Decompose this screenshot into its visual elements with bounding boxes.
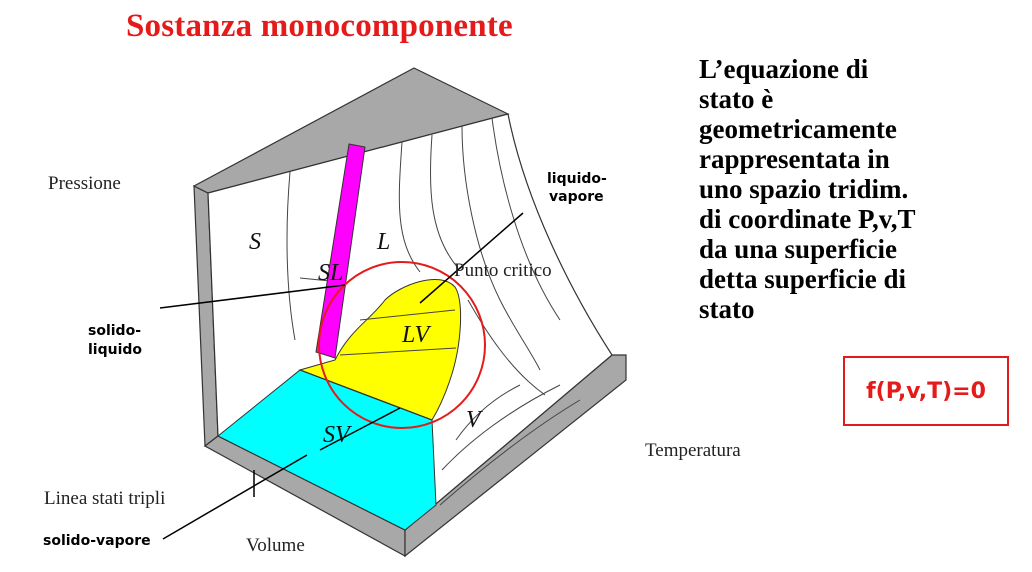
solid-liquid-region-label: SL: [318, 260, 343, 286]
volume-axis-label: Volume: [246, 535, 305, 556]
state-equation-box: f(P,v,T)=0: [843, 356, 1009, 426]
solid-liquid-annotation-line2: liquido: [88, 342, 142, 358]
lv-tie-line: [339, 347, 457, 356]
liquid-vapor-annotation-line1: liquido-: [547, 171, 607, 187]
description-line: L’equazione di: [699, 54, 869, 84]
description-line: geometricamente: [699, 114, 897, 144]
description-line: da una superficie: [699, 234, 898, 264]
isotherm-lines: [286, 117, 581, 506]
description-line: stato: [699, 294, 755, 324]
critical-point-circle: [318, 261, 486, 429]
solid-region-label: S: [249, 229, 261, 255]
solid-liquid-region: [315, 143, 366, 359]
description-line: di coordinate P,v,T: [699, 204, 916, 234]
solid-vapor-region-label: SV: [323, 422, 352, 448]
description-line: rappresentata in: [699, 144, 890, 174]
lv-tie-line: [359, 309, 456, 321]
pressure-axis-label: Pressione: [48, 173, 121, 194]
liquid-region-label: L: [376, 229, 390, 255]
description-line: detta superficie di: [699, 264, 906, 294]
critical-point-label: Punto critico: [454, 260, 552, 281]
triple-line-label: Linea stati tripli: [44, 488, 165, 509]
vapor-region-label: V: [466, 407, 483, 433]
slide-title: Sostanza monocomponente: [126, 8, 513, 44]
triple-line: [299, 369, 433, 421]
solid-liquid-annotation-line1: solido-: [88, 323, 141, 339]
solid-vapor-region: [217, 369, 437, 531]
liquid-vapor-region-label: LV: [401, 322, 431, 348]
solid-vapor-annotation: solido-vapore: [43, 533, 151, 549]
temperature-axis-label: Temperatura: [645, 440, 741, 461]
description-text: L’equazione di stato è geometricamente r…: [699, 54, 1019, 324]
description-line: uno spazio tridim.: [699, 174, 909, 204]
liquid-vapor-annotation-line2: vapore: [549, 189, 604, 205]
description-line: stato è: [699, 84, 774, 114]
state-equation: f(P,v,T)=0: [866, 378, 986, 404]
annotation-lines: [159, 212, 524, 540]
